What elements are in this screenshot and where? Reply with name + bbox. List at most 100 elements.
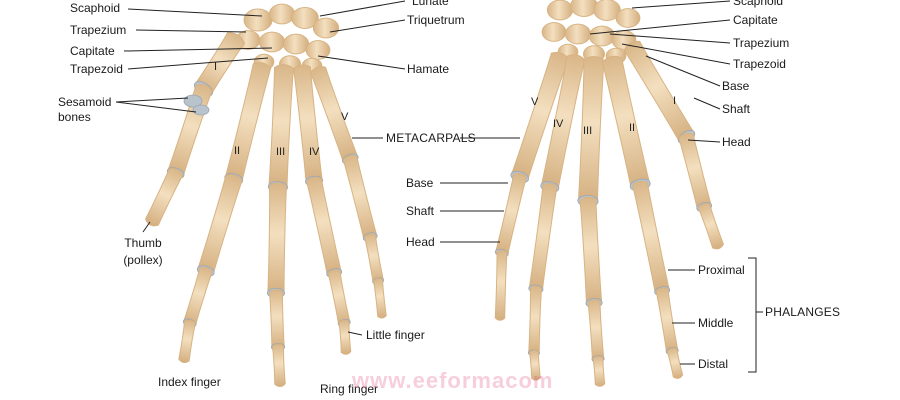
label-shaft: Shaft bbox=[406, 204, 435, 218]
left-little-bone-2 bbox=[342, 154, 378, 242]
phalanges-bracket bbox=[748, 257, 757, 373]
leader-sesamoid-2 bbox=[115, 101, 197, 113]
label-little-finger: Little finger bbox=[366, 328, 425, 342]
label-metacarpals: METACARPALS bbox=[386, 131, 476, 145]
label-capitate-right: Capitate bbox=[733, 13, 778, 27]
left-ring-bone-4 bbox=[338, 319, 352, 355]
right-carpal-6 bbox=[564, 23, 592, 45]
right-thumb-bone-2 bbox=[678, 132, 713, 212]
right-ring-bone-3 bbox=[527, 285, 543, 357]
left-little-bone-3 bbox=[364, 233, 385, 285]
label-sesamoid: Sesamoid bbox=[58, 95, 112, 109]
label-proximal: Proximal bbox=[698, 263, 745, 277]
leader-scaphoid bbox=[127, 8, 263, 17]
numeral-right-iii: III bbox=[583, 125, 593, 137]
right-little-bone-3 bbox=[494, 249, 508, 321]
leader-shaft-r bbox=[693, 97, 721, 110]
label-shaft-right: Shaft bbox=[722, 102, 751, 116]
left-carpal-3 bbox=[291, 7, 319, 29]
numeral-left-iii: III bbox=[276, 146, 286, 158]
leader-hamate bbox=[317, 55, 406, 70]
left-hand-dorsal-view bbox=[145, 3, 387, 387]
leader-base-r bbox=[645, 55, 721, 87]
left-ring-bone-3 bbox=[327, 269, 351, 327]
leader-trapezium-r bbox=[609, 33, 731, 44]
label-head-right: Head bbox=[722, 135, 751, 149]
watermark: www.eeformacom bbox=[352, 368, 554, 393]
left-carpal-7 bbox=[282, 33, 310, 55]
label-middle: Middle bbox=[698, 316, 734, 330]
leader-trapezoid bbox=[127, 57, 269, 70]
label-triquetrum: Triquetrum bbox=[407, 13, 465, 27]
numeral-right-ii: II bbox=[629, 122, 636, 134]
left-carpal-1 bbox=[243, 8, 273, 32]
label-trapezoid-right: Trapezoid bbox=[733, 57, 786, 71]
leader-trapezoid-r bbox=[621, 43, 731, 65]
label-lunate: Lunate bbox=[412, 0, 449, 8]
right-index-bone-3 bbox=[655, 287, 679, 355]
right-carpal-4 bbox=[615, 8, 641, 28]
left-sesamoid-1 bbox=[183, 94, 203, 108]
leader-little-finger bbox=[347, 331, 363, 336]
leader-sesamoid-1 bbox=[115, 97, 189, 103]
right-carpal-7 bbox=[588, 25, 616, 47]
numeral-right-v: V bbox=[531, 96, 539, 108]
label-distal: Distal bbox=[698, 357, 729, 371]
right-middle-bone-3 bbox=[587, 299, 605, 363]
left-ring-bone-2 bbox=[306, 176, 343, 278]
left-middle-bone-4 bbox=[271, 343, 286, 387]
left-index-bone-3 bbox=[182, 266, 213, 328]
left-carpal-8 bbox=[305, 40, 331, 60]
label-scaphoid: Scaphoid bbox=[70, 1, 121, 15]
right-index-bone-2 bbox=[632, 180, 671, 296]
left-little-bone-4 bbox=[372, 277, 387, 319]
label-bones: bones bbox=[58, 110, 91, 124]
left-index-bone-1 bbox=[224, 62, 272, 185]
leader-capitate bbox=[123, 47, 273, 52]
left-sesamoid-2 bbox=[192, 104, 210, 116]
right-ring-bone-2 bbox=[528, 182, 558, 294]
right-middle-bone-4 bbox=[592, 355, 606, 387]
left-thumb-bone-3 bbox=[145, 168, 184, 227]
leader-scaphoid-r bbox=[631, 0, 731, 9]
right-carpal-3 bbox=[593, 0, 621, 21]
label-thumb: Thumb bbox=[124, 236, 162, 250]
label-phalanges: PHALANGES bbox=[765, 305, 841, 319]
left-index-bone-4 bbox=[178, 319, 196, 363]
right-carpal-1 bbox=[546, 0, 574, 21]
left-index-bone-2 bbox=[196, 174, 243, 277]
right-thumb-bone-3 bbox=[697, 203, 724, 250]
numeral-left-iv: IV bbox=[309, 146, 320, 158]
leader-thumb bbox=[142, 221, 151, 233]
leader-head-r bbox=[687, 139, 721, 143]
numeral-right-i: I bbox=[673, 95, 677, 107]
right-middle-bone-2 bbox=[579, 196, 603, 308]
left-carpal-4 bbox=[312, 17, 340, 39]
label-trapezium-right: Trapezium bbox=[733, 36, 790, 50]
numeral-left-v: V bbox=[341, 111, 349, 123]
label-index-finger: Index finger bbox=[158, 375, 221, 389]
left-middle-bone-3 bbox=[268, 289, 286, 352]
right-hand-palmar-view bbox=[494, 0, 724, 387]
leader-trapezium bbox=[135, 29, 247, 33]
numeral-right-iv: IV bbox=[553, 118, 564, 130]
leader-lunate bbox=[319, 0, 406, 17]
label-trapezium: Trapezium bbox=[70, 23, 127, 37]
right-carpal-5 bbox=[541, 22, 567, 42]
left-middle-bone-1 bbox=[267, 64, 295, 193]
left-carpal-2 bbox=[268, 3, 296, 25]
right-ring-bone-4 bbox=[528, 349, 541, 381]
right-index-bone-4 bbox=[666, 347, 684, 379]
label-trapezoid: Trapezoid bbox=[70, 62, 123, 76]
right-little-bone-2 bbox=[494, 173, 527, 258]
right-carpal-2 bbox=[570, 0, 598, 17]
leader-capitate-r bbox=[589, 19, 731, 35]
left-carpal-6 bbox=[258, 31, 286, 53]
numeral-left-ii: II bbox=[234, 145, 241, 157]
label-base: Base bbox=[406, 176, 434, 190]
left-middle-bone-2 bbox=[266, 182, 288, 299]
leader-triquetrum bbox=[329, 19, 406, 33]
label-head: Head bbox=[406, 235, 435, 249]
